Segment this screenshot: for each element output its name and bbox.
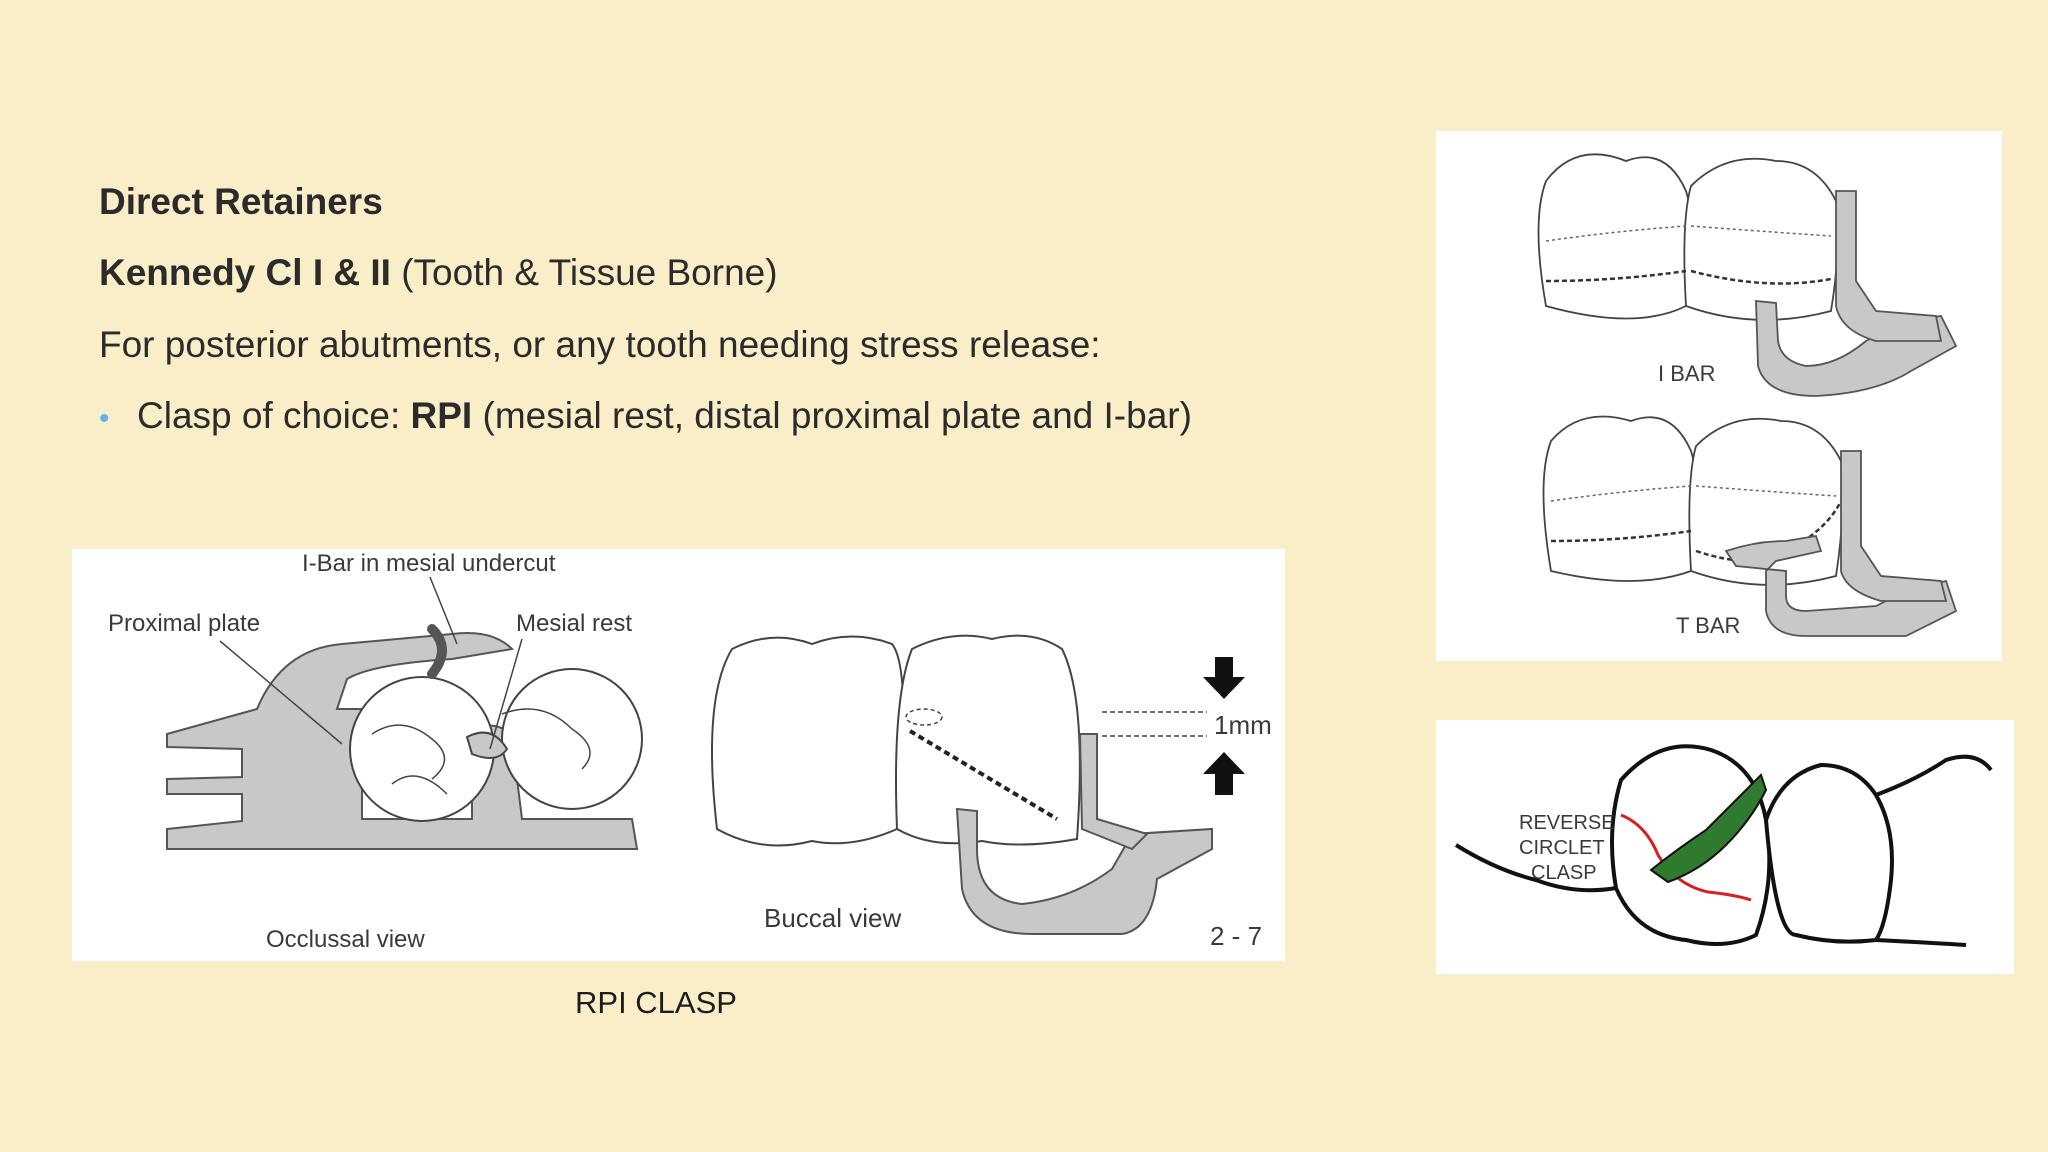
arrow-down-icon	[1203, 657, 1245, 699]
label-figure-number: 2 - 7	[1210, 921, 1262, 951]
kennedy-line: Kennedy Cl I & II (Tooth & Tissue Borne)	[99, 252, 778, 294]
label-circlet: CIRCLET	[1519, 837, 1605, 859]
label-ibar: I BAR	[1658, 361, 1715, 386]
label-tbar: T BAR	[1676, 613, 1740, 638]
mesial-rest	[465, 731, 509, 759]
ibar-tbar-figure: I BAR T BAR	[1436, 131, 2002, 661]
label-reverse: REVERSE	[1519, 812, 1615, 834]
reverse-circlet-figure: REVERSE CIRCLET CLASP	[1436, 720, 2014, 974]
occlusal-framework	[166, 632, 639, 850]
buccal-proximal-plate	[1078, 733, 1149, 851]
clasp-bullet-item: • Clasp of choice: RPI (mesial rest, dis…	[99, 394, 1192, 438]
buccal-ibar	[955, 807, 1213, 935]
label-buccal-view: Buccal view	[764, 903, 901, 933]
posterior-line: For posterior abutments, or any tooth ne…	[99, 323, 1101, 365]
buccal-tooth-1	[711, 635, 905, 847]
arrow-up-icon	[1203, 752, 1245, 795]
reverse-tooth-2	[1763, 762, 1894, 944]
buccal-tooth-2	[895, 634, 1081, 846]
bullet-dot-icon: •	[99, 402, 110, 436]
rpi-clasp-caption: RPI CLASP	[575, 985, 737, 1020]
label-clasp: CLASP	[1531, 862, 1597, 884]
ibar-occlusal	[427, 624, 447, 679]
slide-text-block: Direct Retainers Kennedy Cl I & II (Toot…	[99, 180, 1192, 466]
label-proximal-plate: Proximal plate	[108, 610, 260, 637]
label-1mm: 1mm	[1214, 710, 1272, 740]
rpi-clasp-diagram: I-Bar in mesial undercut Proximal plate …	[108, 550, 1272, 953]
occlusal-tooth-2	[501, 668, 643, 810]
reverse-rest-green	[1649, 773, 1768, 884]
reverse-clasp-red	[1620, 813, 1752, 902]
tbar-diagram: T BAR	[1542, 415, 1958, 638]
ibar-diagram: I BAR	[1537, 153, 1958, 397]
label-occlusal-view: Occlussal view	[266, 926, 425, 953]
clasp-text: Clasp of choice: RPI (mesial rest, dista…	[137, 395, 1192, 437]
ibar-tbar-diagram: I BAR T BAR	[1537, 153, 1958, 638]
rpi-clasp-figure: I-Bar in mesial undercut Proximal plate …	[72, 549, 1285, 961]
reverse-circlet-diagram: REVERSE CIRCLET CLASP	[1454, 744, 1993, 947]
label-ibar-undercut: I-Bar in mesial undercut	[302, 550, 556, 577]
label-mesial-rest: Mesial rest	[516, 610, 632, 637]
slide-title: Direct Retainers	[99, 181, 383, 222]
